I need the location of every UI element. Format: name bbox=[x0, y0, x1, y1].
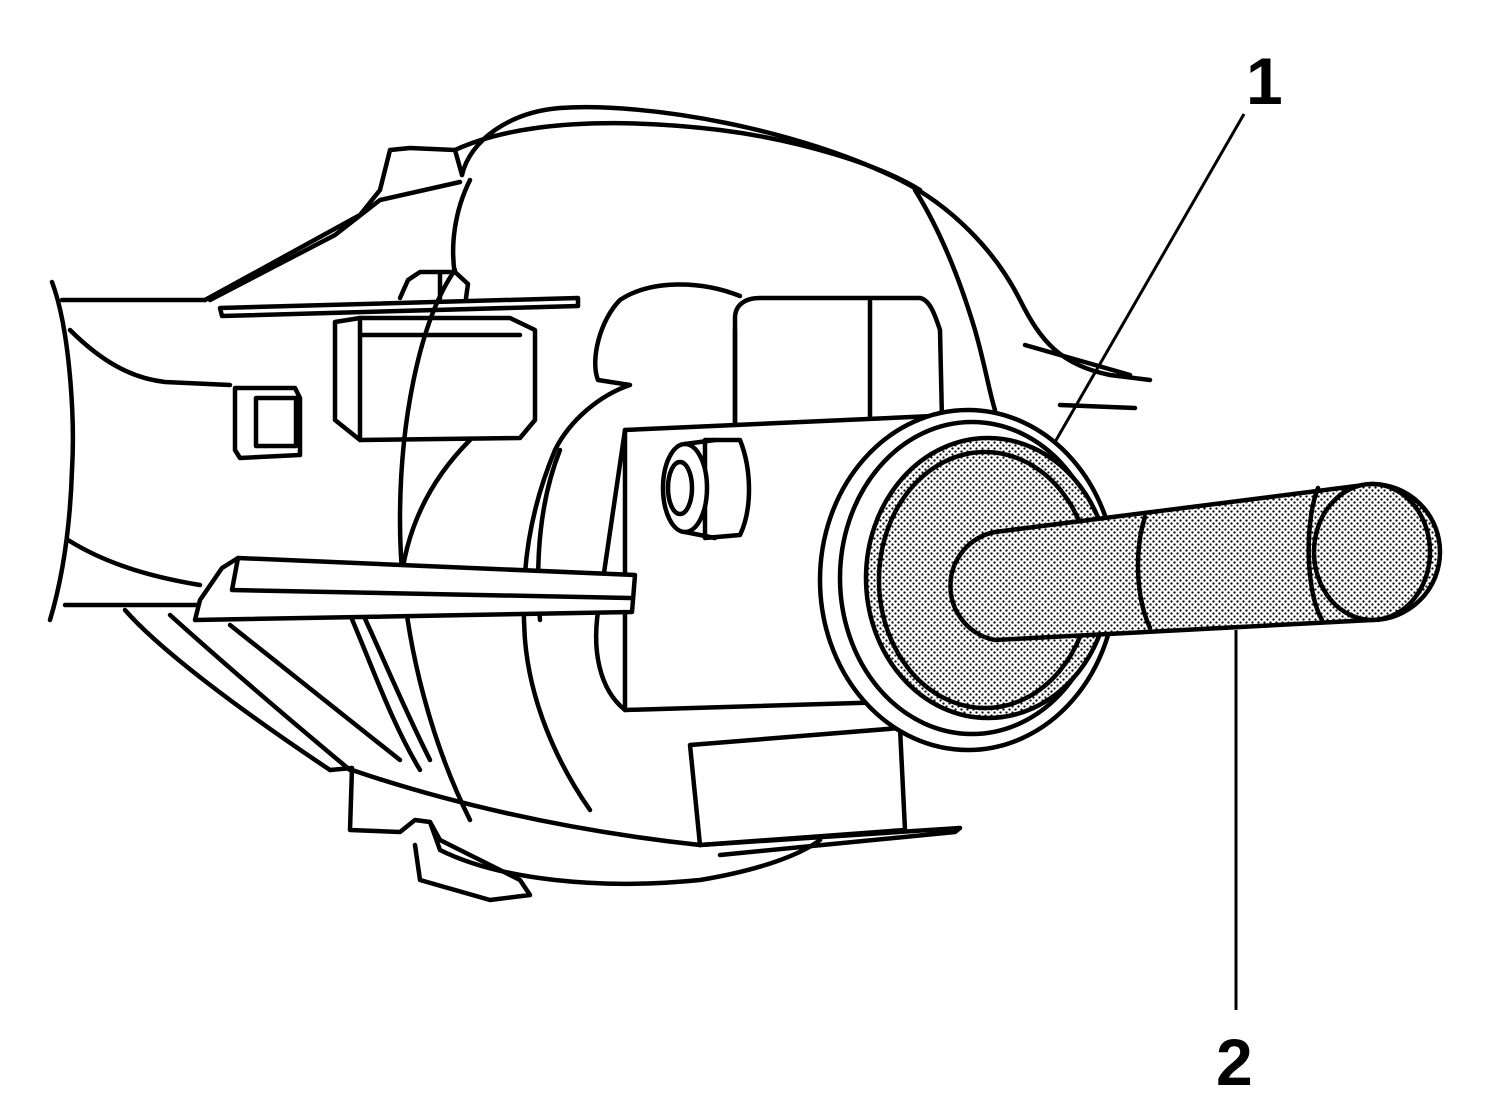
stalk-lever bbox=[192, 555, 638, 623]
upper-bracket bbox=[202, 104, 1153, 413]
switch-block bbox=[232, 315, 538, 461]
callout-1-label: 1 bbox=[1246, 44, 1283, 118]
installer-tool bbox=[948, 481, 1443, 643]
stud bbox=[660, 437, 752, 541]
lower-bracket bbox=[327, 765, 823, 903]
tool-end bbox=[1311, 481, 1433, 623]
callout-1: 1 bbox=[1053, 44, 1283, 443]
column-housing bbox=[47, 279, 403, 773]
central-drum bbox=[345, 267, 743, 823]
callout-1-leader bbox=[1053, 113, 1246, 443]
callout-2: 2 bbox=[1216, 630, 1253, 1099]
callout-2-label: 2 bbox=[1216, 1025, 1253, 1099]
